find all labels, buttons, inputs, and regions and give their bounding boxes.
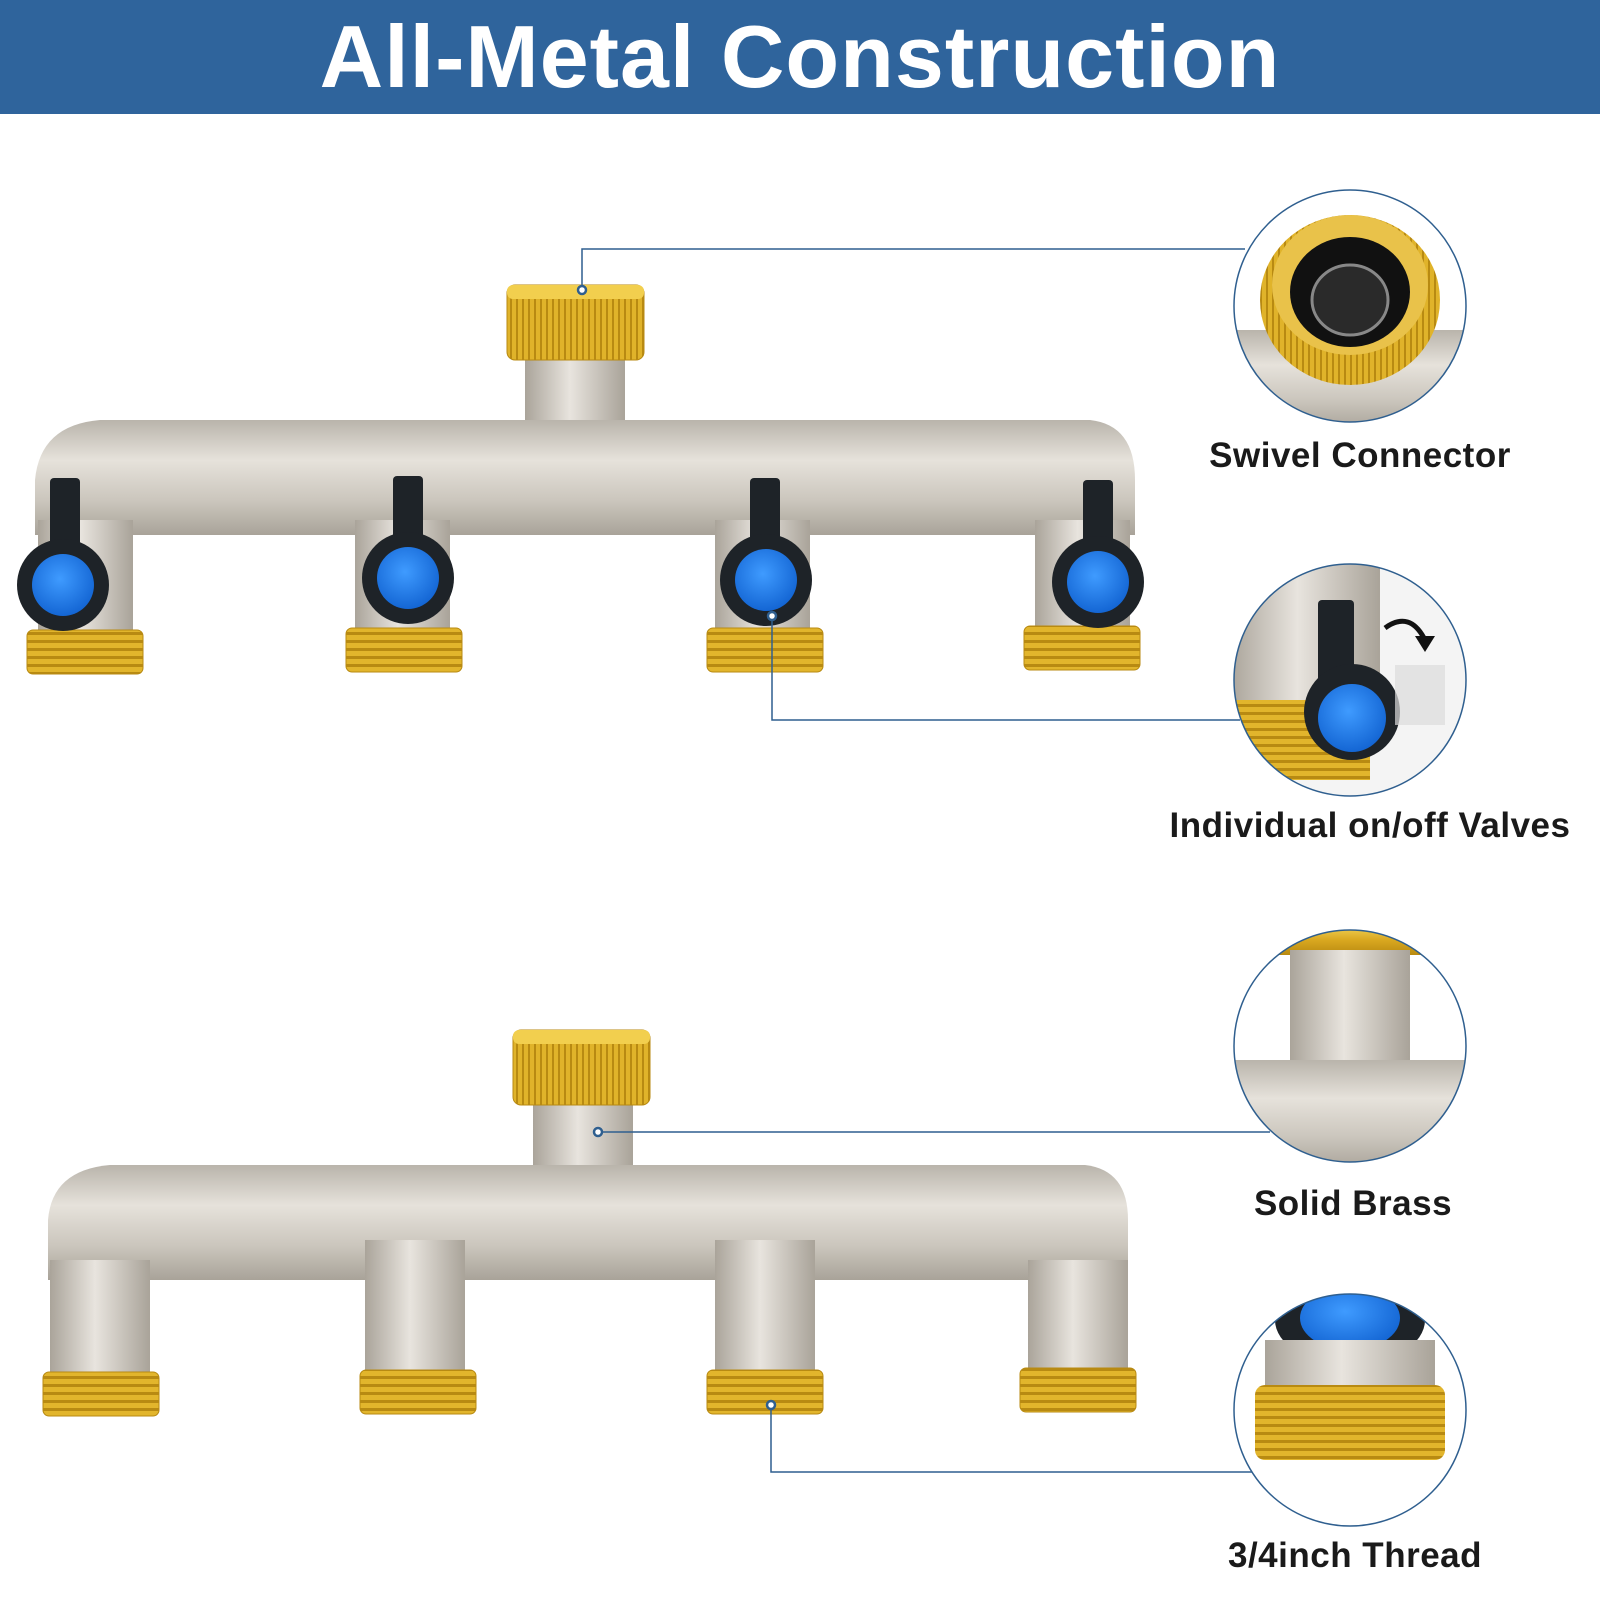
detail-thread [1234, 1294, 1466, 1526]
callout-lines [581, 248, 1270, 1473]
valve-knobs [17, 532, 1144, 631]
callout-dot [765, 1399, 777, 1411]
header-banner: All-Metal Construction [0, 0, 1600, 114]
callout-dot [592, 1126, 604, 1138]
page-title: All-Metal Construction [319, 7, 1281, 106]
manifold-plain [42, 1029, 1137, 1417]
detail-solid-brass [1234, 930, 1466, 1162]
manifold-with-valves [17, 284, 1144, 675]
detail-valve [1234, 564, 1466, 796]
callout-dot [766, 610, 778, 622]
detail-swivel-connector [1234, 190, 1466, 422]
callout-dot [576, 284, 588, 296]
swivel-connector-top [506, 284, 645, 361]
callout-label-solid-brass: Solid Brass [1253, 1184, 1453, 1223]
swivel-connector-bottom [512, 1029, 651, 1106]
callout-label-valves: Individual on/off Valves [1169, 806, 1571, 845]
thread-rings [26, 625, 1141, 675]
callout-label-swivel-connector: Swivel Connector [1209, 436, 1511, 475]
callout-label-thread: 3/4inch Thread [1227, 1536, 1483, 1575]
